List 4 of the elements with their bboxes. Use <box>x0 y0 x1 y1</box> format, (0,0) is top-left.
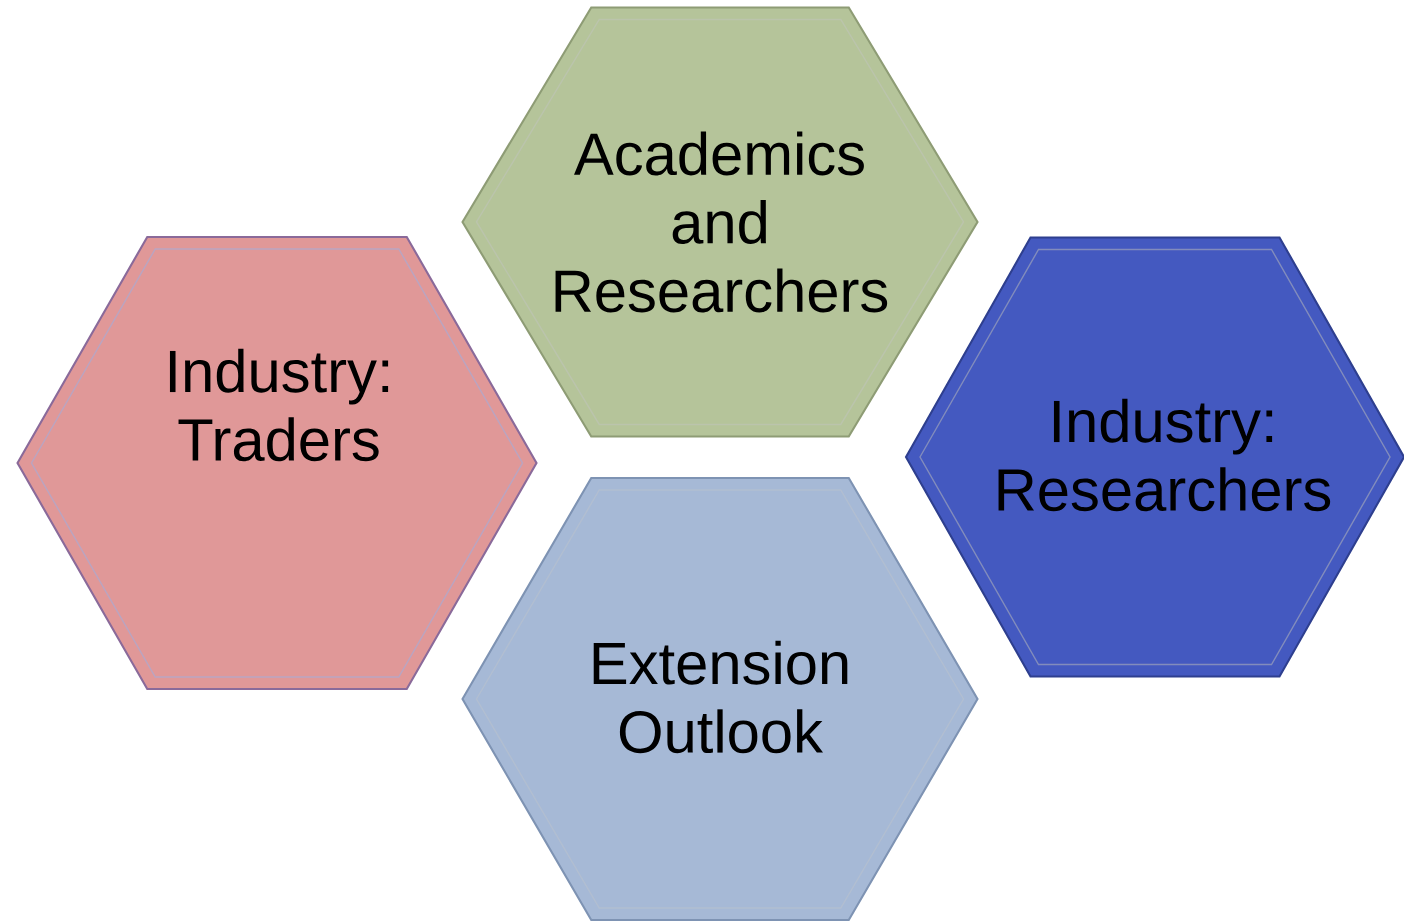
hexagon: Industry: Traders <box>16 235 538 691</box>
hexagon: Industry: Researchers <box>904 236 1404 678</box>
hexagon: Extension Outlook <box>461 476 979 922</box>
hexagon: Academics and Researchers <box>461 6 979 438</box>
